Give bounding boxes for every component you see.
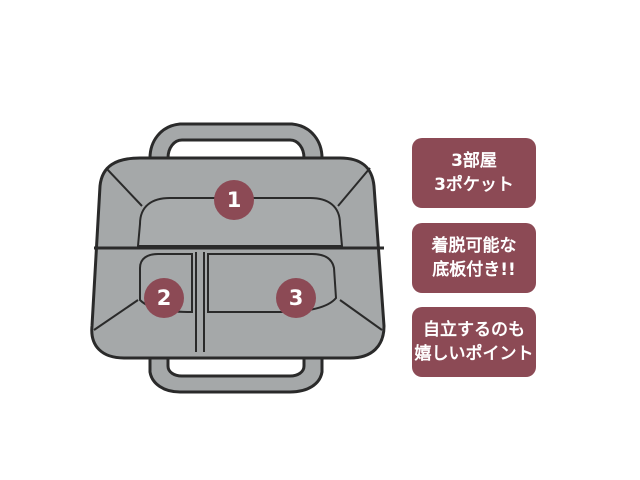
callout-line: 嬉しいポイント — [414, 344, 534, 364]
callout-removable-bottom: 着脱可能な 底板付き!! — [412, 223, 536, 293]
callout-line: 底板付き!! — [432, 260, 516, 280]
back-handle — [148, 122, 324, 160]
callout-line: 着脱可能な — [431, 236, 517, 256]
callout-three-rooms: 3部屋 3ポケット — [412, 138, 536, 208]
compartment-2-badge: 2 — [144, 278, 184, 318]
compartment-1-badge: 1 — [214, 180, 254, 220]
callout-line: 3ポケット — [434, 175, 514, 195]
compartment-3-badge: 3 — [276, 278, 316, 318]
callout-line: 3部屋 — [451, 151, 497, 171]
callout-self-standing: 自立するのも 嬉しいポイント — [412, 307, 536, 377]
corner-lines — [93, 167, 383, 331]
main-compartment-rim — [136, 197, 344, 247]
callout-line: 自立するのも — [423, 320, 525, 340]
vertical-divider — [195, 252, 205, 352]
